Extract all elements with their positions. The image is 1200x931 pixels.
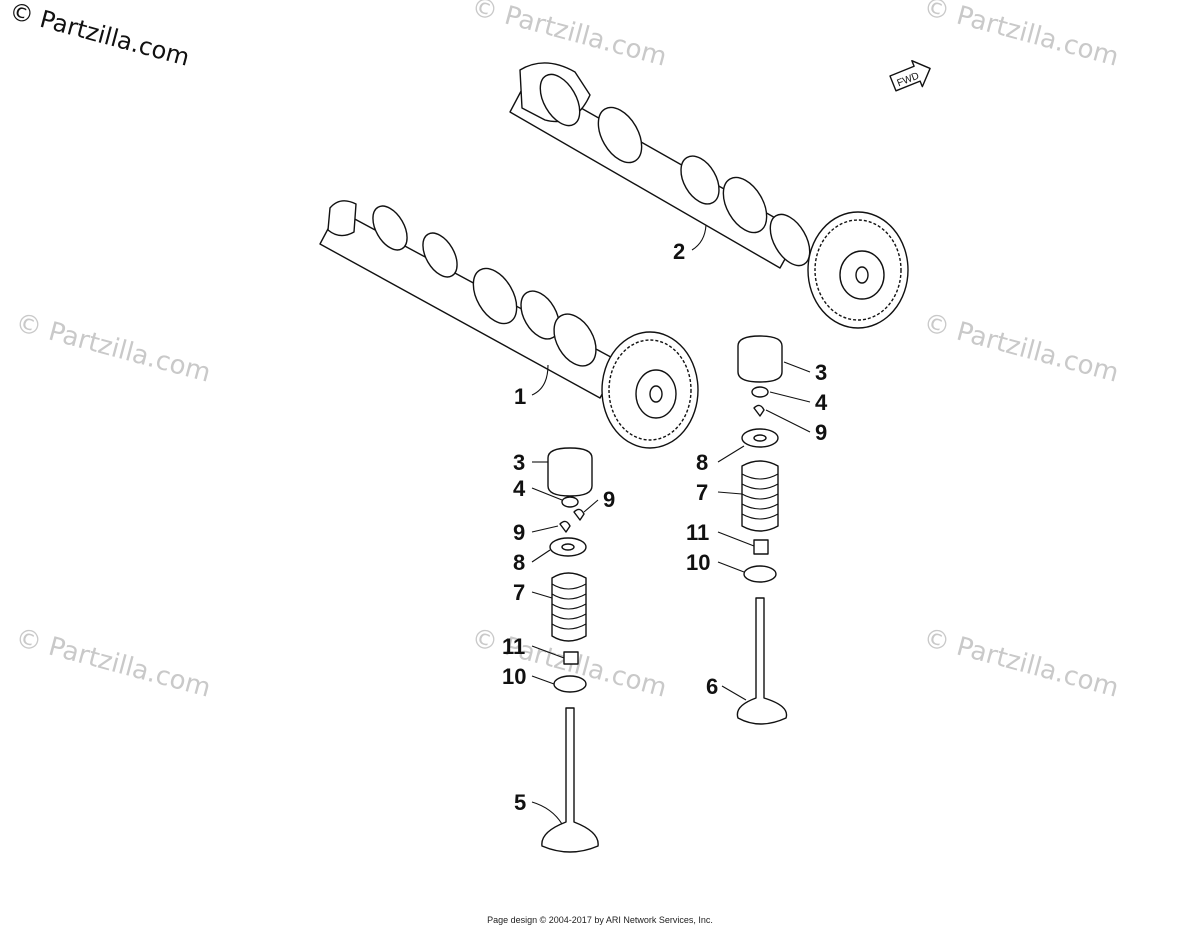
spring-7-right — [741, 460, 779, 532]
seal-11-left — [563, 651, 579, 665]
callout-11-left: 11 — [502, 634, 525, 659]
callout-10-right: 10 — [686, 550, 710, 575]
callout-8-right: 8 — [696, 450, 708, 475]
shim-4-left — [561, 496, 579, 508]
watermark-top-center: © Partzilla.com — [468, 0, 670, 73]
callout-2: 2 — [673, 239, 685, 264]
keeper-9-right — [753, 404, 765, 417]
seat-10-right — [743, 565, 777, 583]
seat-10-left — [553, 675, 587, 693]
callout-8-left: 8 — [513, 550, 525, 575]
callout-7-left: 7 — [513, 580, 525, 605]
callout-4-right: 4 — [815, 390, 828, 415]
callout-9-right: 9 — [815, 420, 827, 445]
watermark-low-left: © Partzilla.com — [12, 623, 214, 704]
callout-7-right: 7 — [696, 480, 708, 505]
camshaft-2 — [509, 62, 909, 329]
callout-11-right: 11 — [686, 520, 709, 545]
callout-10-left: 10 — [502, 664, 526, 689]
callout-9-left-lower: 9 — [513, 520, 525, 545]
seal-11-right — [753, 539, 769, 555]
valve-6 — [736, 597, 788, 725]
watermark-top-left: © Partzilla.com — [6, 0, 192, 72]
valve-stack-right — [736, 335, 788, 725]
keeper-9-left-a — [573, 508, 585, 521]
callout-3-left: 3 — [513, 450, 525, 475]
tappet-3-right — [737, 335, 783, 383]
callout-4-left: 4 — [513, 476, 526, 501]
callout-1: 1 — [514, 384, 526, 409]
callout-5: 5 — [514, 790, 526, 815]
callout-3-right: 3 — [815, 360, 827, 385]
page-footer: Page design © 2004-2017 by ARI Network S… — [487, 915, 713, 925]
valve-stack-left — [541, 447, 599, 853]
watermark-top-right: © Partzilla.com — [920, 0, 1122, 73]
shim-4-right — [751, 386, 769, 398]
watermark-mid-left: © Partzilla.com — [12, 308, 214, 389]
watermark-mid-right: © Partzilla.com — [920, 308, 1122, 389]
keeper-9-left-b — [559, 520, 571, 533]
watermark-low-right: © Partzilla.com — [920, 623, 1122, 704]
tappet-3-left — [547, 447, 593, 497]
fwd-arrow-icon: FWD — [889, 59, 931, 92]
valve-5 — [541, 707, 599, 853]
callout-9-left-upper: 9 — [603, 487, 615, 512]
leader-lines — [531, 224, 811, 825]
spring-7-left — [551, 572, 587, 642]
callout-6: 6 — [706, 674, 718, 699]
camshaft-1 — [319, 200, 699, 449]
